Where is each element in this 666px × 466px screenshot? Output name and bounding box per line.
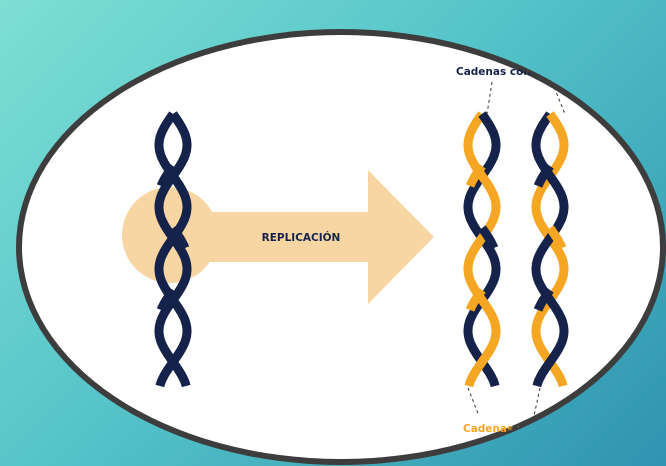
original-helix-crossing xyxy=(173,114,180,124)
daughter-2-crossing xyxy=(550,114,557,124)
arrow-label: REPLICACIÓN xyxy=(262,231,341,244)
daughter-1-crossing xyxy=(482,114,489,124)
label-new-strands: Cadenas nuevas xyxy=(463,423,559,435)
